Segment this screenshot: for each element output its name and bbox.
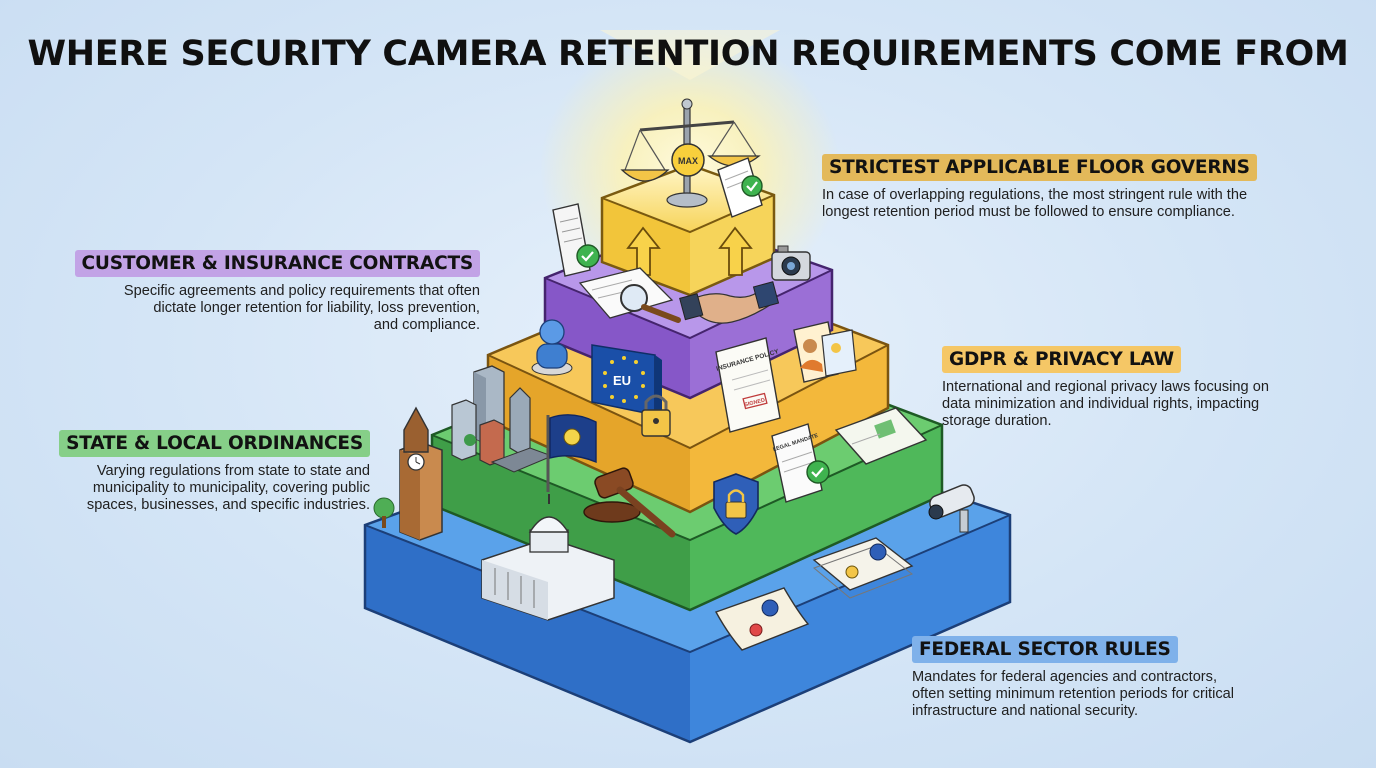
document-check-icon bbox=[717, 157, 763, 218]
desc-line: Mandates for federal agencies and contra… bbox=[912, 669, 1218, 685]
label-contracts: CUSTOMER & INSURANCE CONTRACTS bbox=[74, 250, 480, 277]
clock-tower-icon bbox=[373, 406, 443, 541]
desc-line: spaces, businesses, and specific industr… bbox=[86, 497, 370, 513]
label-state: STATE & LOCAL ORDINANCES bbox=[59, 430, 370, 457]
desc-line: Specific agreements and policy requireme… bbox=[123, 283, 480, 299]
desc-line: municipality to municipality, covering p… bbox=[92, 480, 370, 496]
handshake-icon bbox=[679, 281, 780, 324]
id-card-icon bbox=[793, 321, 857, 383]
desc-line: storage duration. bbox=[942, 413, 1052, 429]
desc-line: often setting minimum retention periods … bbox=[912, 686, 1235, 702]
desc-line: longest retention period must be followe… bbox=[822, 204, 1235, 220]
desc-line: International and regional privacy laws … bbox=[942, 379, 1269, 395]
desc-gdpr: International and regional privacy laws … bbox=[942, 379, 1342, 430]
magnifier-icon bbox=[578, 267, 681, 323]
city-buildings-icon bbox=[451, 365, 554, 473]
certificate-icon bbox=[714, 537, 914, 651]
callout-contracts: CUSTOMER & INSURANCE CONTRACTS Specific … bbox=[60, 250, 480, 334]
label-gdpr: GDPR & PRIVACY LAW bbox=[942, 346, 1181, 373]
certificate-icon bbox=[834, 407, 928, 465]
security-camera-icon bbox=[928, 484, 975, 533]
callout-strictest: STRICTEST APPLICABLE FLOOR GOVERNS In ca… bbox=[822, 154, 1322, 221]
desc-federal: Mandates for federal agencies and contra… bbox=[912, 669, 1332, 720]
scales-icon bbox=[620, 98, 761, 208]
label-federal: FEDERAL SECTOR RULES bbox=[912, 636, 1178, 663]
eu-flag-icon bbox=[591, 344, 662, 418]
desc-line: Varying regulations from state to state … bbox=[96, 463, 370, 479]
label-strictest: STRICTEST APPLICABLE FLOOR GOVERNS bbox=[822, 154, 1257, 181]
desc-line: and compliance. bbox=[373, 317, 480, 333]
desc-line: dictate longer retention for liability, … bbox=[153, 300, 480, 316]
insurance-doc-icon bbox=[715, 337, 781, 433]
page-title: WHERE SECURITY CAMERA RETENTION REQUIREM… bbox=[27, 34, 1349, 74]
document-check-icon bbox=[771, 423, 830, 503]
max-badge: MAX bbox=[678, 156, 698, 166]
callout-federal: FEDERAL SECTOR RULES Mandates for federa… bbox=[912, 636, 1332, 720]
stamp-label: SIGNED bbox=[744, 398, 766, 409]
capitol-icon bbox=[481, 494, 615, 621]
desc-line: data minimization and individual rights,… bbox=[942, 396, 1260, 412]
document-check-icon bbox=[552, 203, 600, 277]
callout-gdpr: GDPR & PRIVACY LAW International and reg… bbox=[942, 346, 1342, 430]
callout-state: STATE & LOCAL ORDINANCES Varying regulat… bbox=[20, 430, 370, 514]
shield-lock-icon bbox=[713, 473, 759, 535]
state-flag-icon bbox=[546, 414, 597, 492]
arrow-up-icon bbox=[626, 226, 753, 276]
padlock-icon bbox=[641, 394, 671, 437]
desc-line: In case of overlapping regulations, the … bbox=[822, 187, 1248, 203]
person-icon bbox=[531, 319, 573, 376]
desc-contracts: Specific agreements and policy requireme… bbox=[60, 283, 480, 334]
eu-flag-label: EU bbox=[613, 373, 631, 388]
desc-line: infrastructure and national security. bbox=[912, 703, 1139, 719]
camera-icon bbox=[771, 245, 811, 281]
desc-state: Varying regulations from state to state … bbox=[20, 463, 370, 514]
gavel-icon bbox=[583, 467, 676, 538]
desc-strictest: In case of overlapping regulations, the … bbox=[822, 187, 1322, 221]
